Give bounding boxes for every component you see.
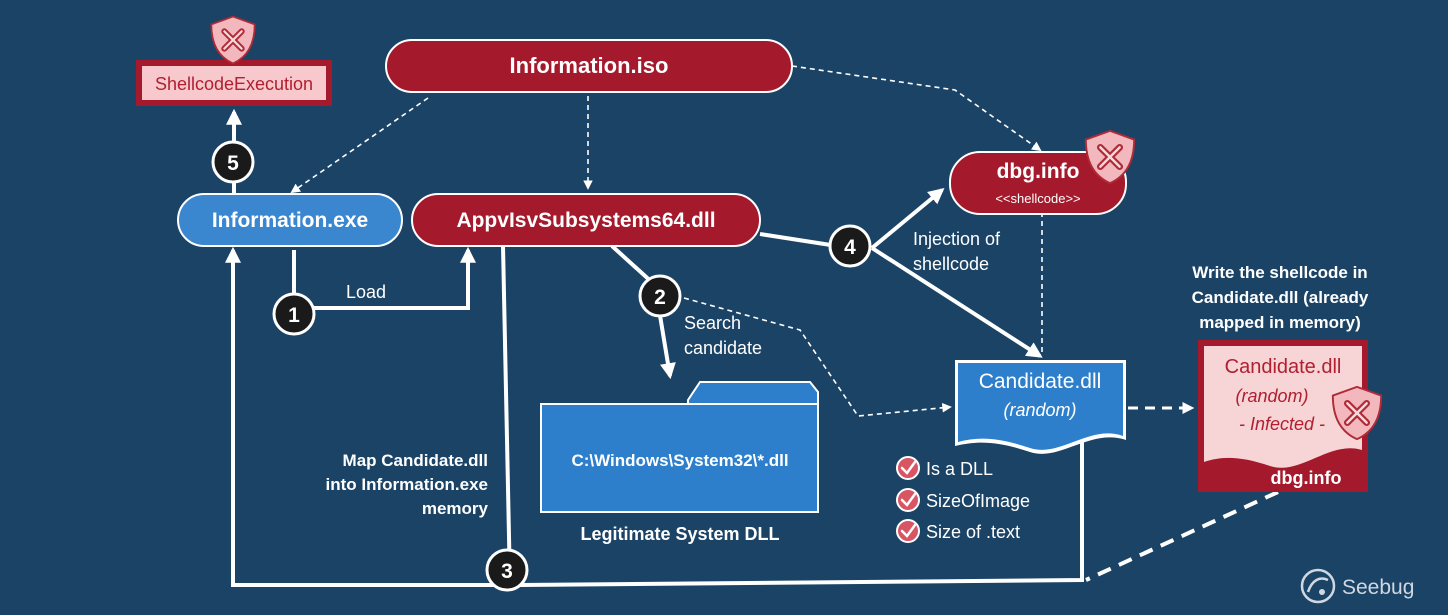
system32-path-label: C:\Windows\System32\*.dll [571, 451, 788, 470]
map-label-line-1: Map Candidate.dll [343, 451, 488, 470]
injection-to-candidate-arrow [870, 246, 1043, 358]
seebug-watermark: Seebug [1300, 568, 1414, 604]
information-exe-node[interactable]: Information.exe [177, 193, 403, 247]
write-label-line-3: mapped in memory) [1199, 313, 1361, 332]
infected-candidate-node[interactable]: Candidate.dll (random) - Infected - dbg.… [1198, 340, 1368, 492]
step-circle-3: 3 [485, 548, 529, 592]
candidate-dll-node[interactable]: Candidate.dll (random) [955, 360, 1126, 454]
step-number-2: 2 [654, 286, 666, 309]
load-label: Load [346, 282, 386, 302]
iso-to-dbg-dashed-arrow [791, 65, 1042, 152]
search-to-candidate-dashed-arrow [683, 297, 952, 417]
shellcode-shield-x-icon [211, 17, 254, 64]
iso-to-exe-dashed-arrow [290, 97, 429, 194]
appvisv-dll-node[interactable]: AppvIsvSubsystems64.dll [411, 193, 761, 247]
step-number-5: 5 [227, 152, 239, 175]
infected-status-label: - Infected - [1239, 414, 1325, 434]
step-circle-4: 4 [828, 224, 872, 268]
search-label-line-2: candidate [684, 338, 762, 358]
dbg-info-label: dbg.info [997, 160, 1080, 183]
map-label-line-2: into Information.exe [326, 475, 488, 494]
step-circle-1: 1 [272, 292, 316, 336]
step-circle-5: 5 [211, 140, 255, 184]
check-circle-icon [896, 488, 920, 512]
step-circle-2: 2 [638, 274, 682, 318]
dbg-info-sublabel: <<shellcode>> [995, 191, 1080, 206]
candidate-dll-label: Candidate.dll [979, 370, 1102, 393]
check-label-size-of-image: SizeOfImage [926, 491, 1030, 511]
candidate-bottom-line [519, 440, 1084, 587]
step-number-1: 1 [288, 304, 300, 327]
appvisv-dll-label: AppvIsvSubsystems64.dll [456, 209, 715, 232]
injection-label-line-1: Injection of [913, 229, 1001, 249]
connectors [225, 65, 1279, 587]
write-label-line-1: Write the shellcode in [1192, 263, 1367, 282]
information-iso-node[interactable]: Information.iso [385, 39, 793, 93]
candidate-dll-sublabel: (random) [1003, 400, 1076, 420]
infected-candidate-random: (random) [1235, 386, 1308, 406]
search-label-line-1: Search [684, 313, 741, 333]
brand-label: Seebug [1342, 576, 1414, 599]
information-iso-label: Information.iso [510, 53, 669, 78]
infected-to-loop-dashed [1085, 490, 1279, 582]
seebug-logo-icon [1300, 568, 1336, 604]
step-number-4: 4 [844, 236, 856, 259]
check-item-size-of-text: Size of .text [896, 519, 1020, 543]
check-circle-icon [896, 456, 920, 480]
map-loop-arrow [225, 245, 513, 587]
check-item-is-dll: Is a DLL [896, 456, 993, 480]
information-exe-label: Information.exe [212, 209, 368, 232]
dbg-info-node[interactable]: dbg.info <<shellcode>> [949, 151, 1127, 215]
step-number-3: 3 [501, 560, 513, 583]
injection-label-line-2: shellcode [913, 254, 989, 274]
check-circle-icon [896, 519, 920, 543]
shellcode-execution-node[interactable]: ShellcodeExecution [136, 60, 332, 106]
map-label-line-3: memory [422, 499, 489, 518]
check-item-size-of-image: SizeOfImage [896, 488, 1030, 512]
write-label-line-2: Candidate.dll (already [1192, 288, 1369, 307]
check-label-size-of-text: Size of .text [926, 522, 1020, 542]
injection-to-dbg-arrow [870, 187, 945, 250]
system32-folder-icon: C:\Windows\System32\*.dll [540, 381, 819, 513]
infected-footer-label: dbg.info [1271, 468, 1342, 488]
shellcode-execution-label: ShellcodeExecution [155, 74, 313, 94]
infected-candidate-title: Candidate.dll [1225, 356, 1342, 378]
check-label-is-dll: Is a DLL [926, 459, 993, 479]
load-arrow [292, 246, 476, 310]
legitimate-system-dll-caption: Legitimate System DLL [580, 524, 779, 544]
